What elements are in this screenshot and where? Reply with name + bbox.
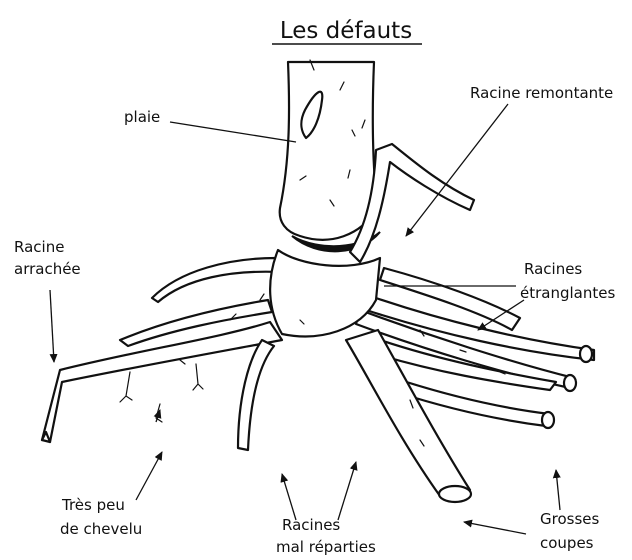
label-grosses-coupes-1: Grosses [540, 510, 599, 528]
label-racine-arrachee-1: Racine [14, 238, 64, 256]
label-tres-peu-1: Très peu [61, 496, 125, 514]
root-left-top [152, 258, 280, 302]
leader-plaie [170, 122, 296, 142]
label-mal-reparties-1: Racines [282, 516, 340, 534]
arrow-grosses-coupes-left [464, 522, 526, 534]
label-racine-arrachee-2: arrachée [14, 260, 81, 278]
root-left-down [238, 340, 274, 450]
label-plaie: plaie [124, 108, 160, 126]
cut-end-c [564, 375, 576, 391]
arrow-mal-reparties-left [282, 474, 296, 520]
arrow-mal-reparties-right [338, 462, 356, 520]
cut-end-b [580, 346, 592, 362]
label-racines-etranglantes-2: étranglantes [520, 284, 615, 302]
label-racines-etranglantes-1: Racines [524, 260, 582, 278]
arrow-grosses-coupes-up [556, 470, 560, 510]
cut-end-big [439, 486, 471, 502]
trunk [280, 62, 378, 240]
cut-end-e [542, 412, 554, 428]
arrow-tres-peu [136, 452, 162, 500]
fine-roots [120, 364, 203, 422]
label-grosses-coupes-2: coupes [540, 534, 594, 552]
label-racine-remontante: Racine remontante [470, 84, 613, 102]
diagram-title: Les défauts [280, 18, 412, 44]
label-tres-peu-2: de chevelu [60, 520, 142, 538]
arrow-racine-arrachee [50, 290, 54, 362]
label-mal-reparties-2: mal réparties [276, 538, 376, 556]
